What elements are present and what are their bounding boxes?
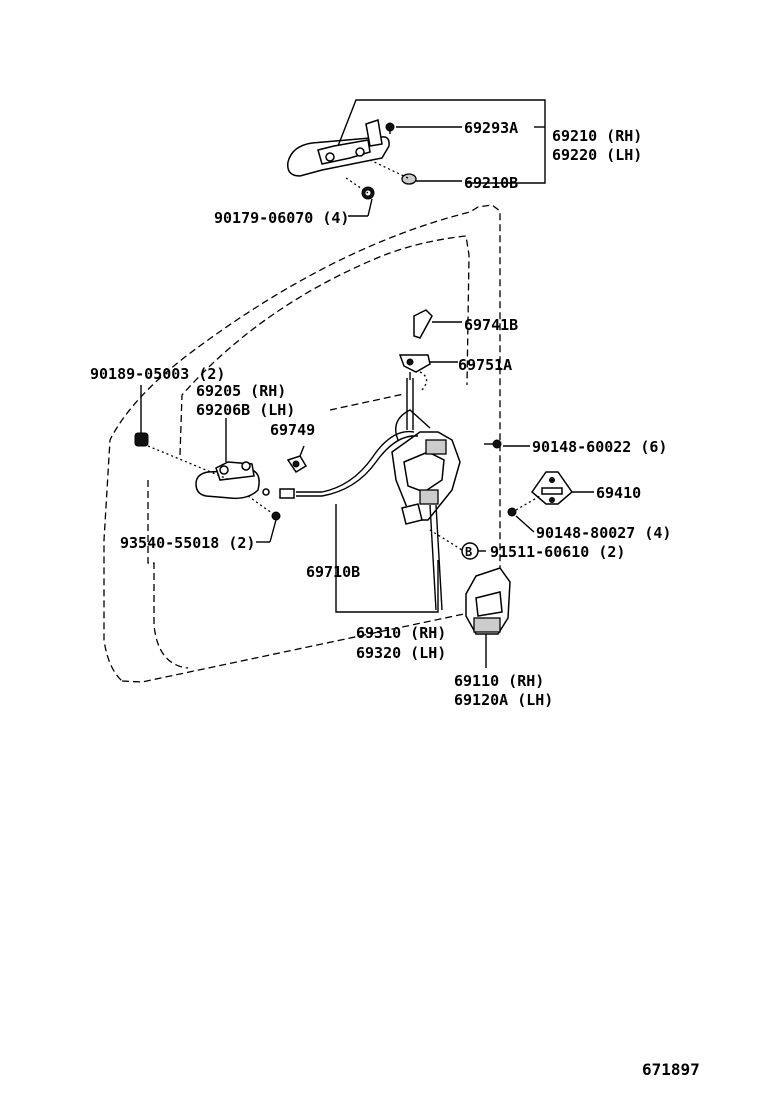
door-outline	[103, 204, 501, 683]
label-69741B: 69741B	[464, 316, 518, 334]
lock-knob-69751A	[398, 354, 458, 391]
label-69210B: 69210B	[464, 174, 518, 192]
label-90179-06070: 90179-06070 (4)	[214, 209, 349, 227]
clip-69293A	[385, 122, 395, 134]
label-93540-55018: 93540-55018 (2)	[120, 534, 255, 552]
cable-69710B	[262, 430, 419, 499]
marker-b: B	[465, 545, 472, 559]
label-90189-05003: 90189-05003 (2)	[90, 365, 225, 383]
diagram-number: 671897	[642, 1060, 700, 1079]
inside-handle	[195, 461, 260, 500]
label-69220: 69220 (LH)	[552, 146, 642, 164]
label-69310: 69310 (RH)	[356, 624, 446, 642]
label-69110: 69110 (RH)	[454, 672, 544, 690]
label-69293A: 69293A	[464, 119, 518, 137]
striker-69410	[530, 471, 594, 505]
outside-handle	[287, 119, 390, 177]
screw-90148-80027	[507, 495, 541, 533]
label-69206B: 69206B (LH)	[196, 401, 295, 419]
label-69710B: 69710B	[306, 563, 360, 581]
label-90148-60022: 90148-60022 (6)	[532, 438, 667, 456]
label-90148-80027: 90148-80027 (4)	[536, 524, 671, 542]
lock-rods	[406, 372, 414, 430]
grommet-90189	[134, 385, 149, 447]
clip-69749	[286, 445, 308, 474]
label-69320: 69320 (LH)	[356, 644, 446, 662]
lock-cover-69741B	[413, 309, 462, 339]
screw-91511	[429, 529, 486, 560]
screw-90148-60022	[484, 439, 530, 449]
label-91511-60610: 91511-60610 (2)	[490, 543, 625, 561]
door-lock-assembly	[391, 409, 461, 611]
label-69120A: 69120A (LH)	[454, 691, 553, 709]
pad-69210B	[401, 173, 417, 185]
screw-93540	[256, 511, 281, 543]
door-lock-69110	[465, 567, 511, 668]
label-69751A: 69751A	[458, 356, 512, 374]
label-69749: 69749	[270, 421, 315, 439]
label-69205: 69205 (RH)	[196, 382, 286, 400]
label-69410: 69410	[596, 484, 641, 502]
label-69210: 69210 (RH)	[552, 127, 642, 145]
